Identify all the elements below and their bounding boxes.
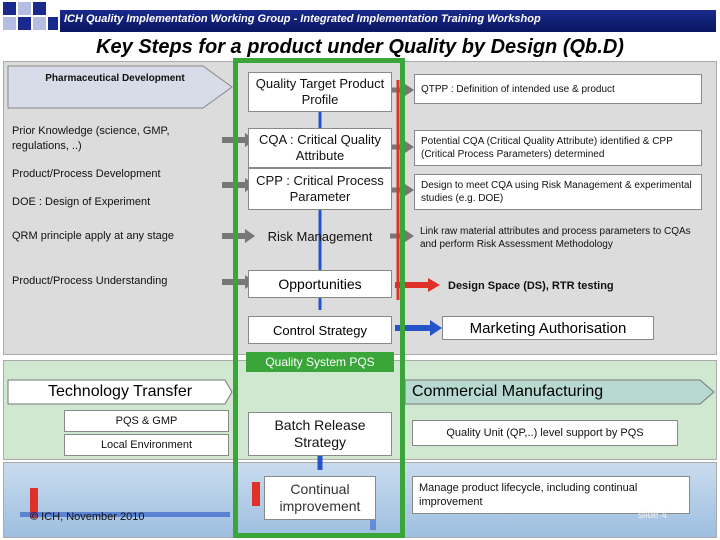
- lifecycle-box: Manage product lifecycle, including cont…: [412, 476, 690, 514]
- batch-release-box: Batch Release Strategy: [248, 412, 392, 456]
- doe-label: DOE : Design of Experiment: [12, 196, 151, 208]
- risk-label: Risk Management: [267, 229, 373, 244]
- pharma-dev-arrow: [7, 65, 233, 109]
- design-space-label: Design Space (DS), RTR testing: [448, 280, 614, 292]
- prior-knowledge-label: Prior Knowledge (science, GMP, regulatio…: [12, 125, 170, 152]
- control-strategy-box: Control Strategy: [248, 316, 392, 344]
- continual-improvement-box: Continual improvement: [264, 476, 376, 520]
- copyright-text: © ICH, November 2010: [30, 511, 145, 523]
- tech-transfer-arrow: [7, 379, 233, 405]
- pharma-dev-label: Pharmaceutical Development: [45, 73, 185, 84]
- understanding-label: Product/Process Understanding: [12, 275, 168, 287]
- commercial-arrow: [404, 379, 715, 405]
- opportunities-box: Opportunities: [248, 270, 392, 298]
- cpp-box: CPP : Critical Process Parameter: [248, 168, 392, 210]
- quality-system-bar: Quality System PQS: [246, 352, 394, 372]
- pqs-gmp-box: PQS & GMP: [64, 410, 229, 432]
- quality-unit-box: Quality Unit (QP,..) level support by PQ…: [412, 420, 678, 446]
- center-frame: [233, 58, 405, 538]
- tech-transfer-label: Technology Transfer: [48, 383, 193, 400]
- local-env-box: Local Environment: [64, 434, 229, 456]
- risk-definition-text: Link raw material attributes and process…: [420, 226, 691, 250]
- commercial-label: Commercial Manufacturing: [412, 383, 604, 400]
- qrm-label: QRM principle apply at any stage: [12, 230, 175, 242]
- cqa-definition-box: Potential CQA (Critical Quality Attribut…: [414, 130, 702, 166]
- slide-number: slide 4: [638, 510, 667, 521]
- marketing-authorisation-box: Marketing Authorisation: [442, 316, 654, 340]
- header-text: ICH Quality Implementation Working Group…: [64, 13, 541, 25]
- cpp-definition-box: Design to meet CQA using Risk Management…: [414, 174, 702, 210]
- qtpp-definition-box: QTPP : Definition of intended use & prod…: [414, 74, 702, 104]
- qtpp-box: Quality Target Product Profile: [248, 72, 392, 112]
- header-bar: [60, 10, 716, 32]
- page-title: Key Steps for a product under Quality by…: [96, 36, 624, 58]
- cqa-box: CQA : Critical Quality Attribute: [248, 128, 392, 168]
- process-dev-label: Product/Process Development: [12, 168, 161, 180]
